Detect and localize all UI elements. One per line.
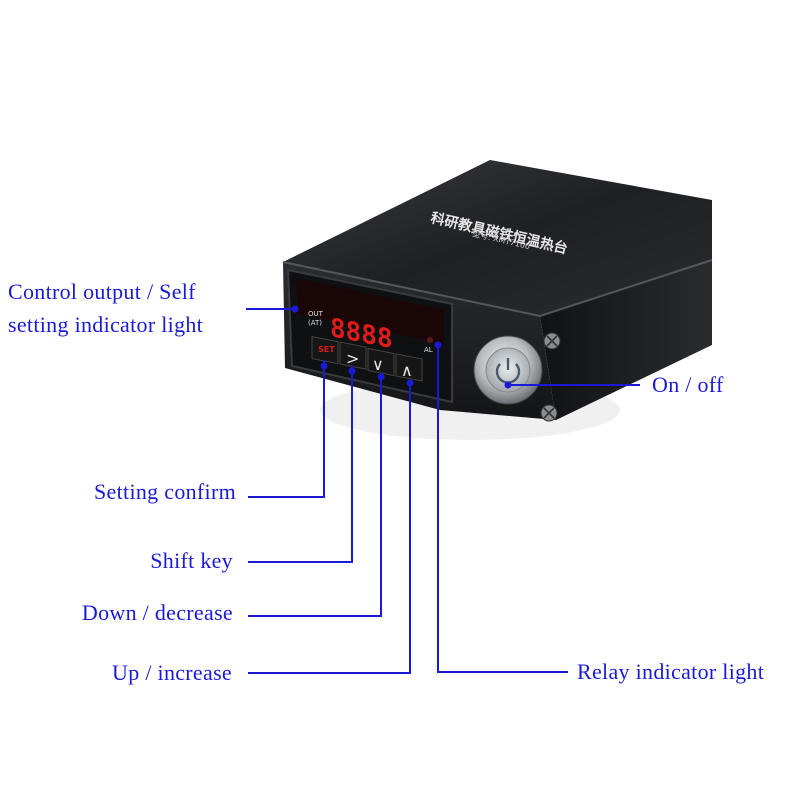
down-button[interactable]: ∨ [367, 347, 395, 377]
leader-relay-indicator [437, 345, 568, 673]
device-right-side [540, 260, 712, 420]
set-label: SET [318, 345, 335, 354]
leader-shift-key [248, 366, 353, 563]
out-label: OUT [308, 310, 324, 318]
label-control-output-line2: setting indicator light [8, 312, 204, 337]
label-up-increase: Up / increase [112, 660, 232, 685]
label-setting-confirm: Setting confirm [94, 479, 236, 504]
label-down-decrease: Down / decrease [81, 600, 233, 625]
label-control-output: Control output / Self [8, 279, 196, 304]
down-glyph: ∨ [372, 355, 384, 374]
device-edge-highlight [282, 259, 713, 318]
leader-up-increase [248, 384, 411, 674]
leader-setting-confirm [248, 360, 325, 498]
leader-dots [291, 305, 512, 389]
at-label: (AT) [308, 319, 322, 327]
label-on-off: On / off [652, 372, 724, 397]
up-glyph: ∧ [401, 361, 413, 380]
set-button[interactable]: SET [311, 336, 339, 365]
leader-down-decrease [248, 373, 382, 617]
display-window [296, 278, 444, 344]
up-button[interactable]: ∧ [395, 353, 423, 382]
device-top-face [283, 160, 712, 316]
label-relay-indicator: Relay indicator light [577, 659, 765, 684]
screw-icon [540, 404, 558, 422]
screw-icon [543, 332, 561, 350]
al-label: AL [424, 346, 433, 354]
label-shift-key: Shift key [150, 548, 233, 573]
relay-led [427, 337, 433, 343]
shift-button[interactable]: > [339, 341, 367, 370]
leader-lines [246, 308, 640, 674]
power-button[interactable] [473, 335, 543, 405]
shift-glyph: > [346, 349, 359, 368]
